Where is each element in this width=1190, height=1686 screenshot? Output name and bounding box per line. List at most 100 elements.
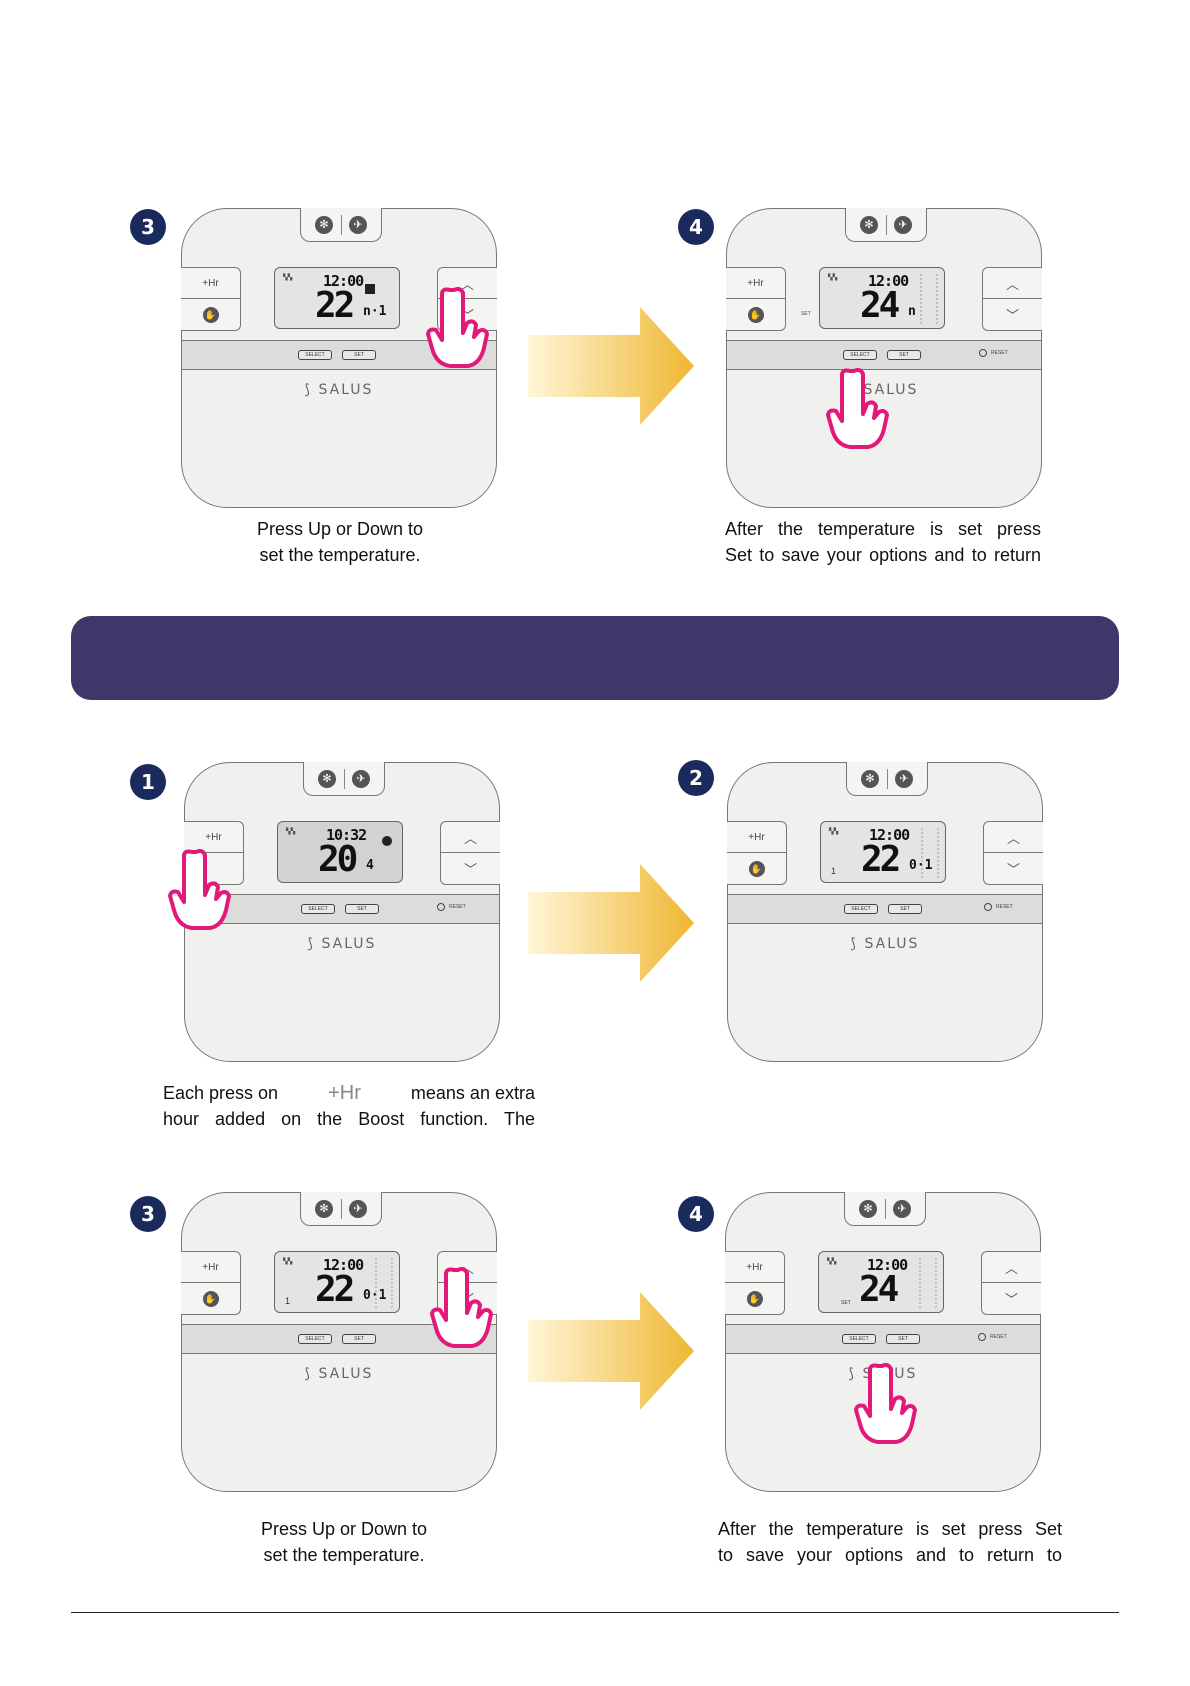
lcd-display: ▚▚ 10:32 20 4 [277, 821, 403, 883]
up-button[interactable]: ︿ [982, 1252, 1041, 1283]
plane-icon[interactable]: ✈ [894, 216, 912, 234]
mode-buttons[interactable]: ✻ ✈ [303, 762, 385, 796]
set-button[interactable]: SET [342, 1334, 376, 1344]
section-banner [71, 616, 1119, 700]
manual-button[interactable]: ✋ [725, 1283, 784, 1314]
up-button[interactable]: ︿ [983, 268, 1042, 299]
lcd-clock: 12:00 [869, 826, 910, 844]
down-button[interactable]: ﹀ [441, 853, 500, 884]
plane-icon[interactable]: ✈ [349, 1200, 367, 1218]
plane-icon[interactable]: ✈ [893, 1200, 911, 1218]
lcd-boost-hours: 1 [285, 1296, 291, 1306]
set-button[interactable]: SET [887, 350, 921, 360]
step-badge: 2 [678, 760, 714, 796]
lcd-display: ▚▚ 12:00 24 SET [818, 1251, 944, 1313]
up-button[interactable]: ︿ [438, 268, 497, 299]
plus-hr-button[interactable]: +Hr [726, 268, 785, 299]
control-strip: SELECT SET RESET [727, 894, 1043, 924]
snowflake-icon[interactable]: ✻ [315, 1200, 333, 1218]
down-button[interactable]: ﹀ [983, 299, 1042, 330]
lcd-unit: 4 [366, 858, 374, 873]
hand-icon: ✋ [747, 306, 764, 323]
mode-buttons[interactable]: ✻ ✈ [845, 208, 927, 242]
lcd-clock: 12:00 [868, 272, 909, 290]
select-button[interactable]: SELECT [298, 1334, 332, 1344]
set-button[interactable]: SET [888, 904, 922, 914]
thermostat-device: ✻ ✈ +Hr ✋ ︿ ﹀ ▚▚ 12:00 22 0·1 1 SELECT S… [727, 762, 1043, 1062]
reset-label: RESET [449, 904, 466, 910]
reset-button[interactable] [437, 903, 445, 911]
lcd-temperature: 22 [315, 1269, 355, 1310]
reset-button[interactable] [984, 903, 992, 911]
snowflake-icon[interactable]: ✻ [859, 1200, 877, 1218]
manual-button[interactable]: ✋ [181, 299, 240, 330]
down-button[interactable]: ﹀ [984, 853, 1043, 884]
select-button[interactable]: SELECT [301, 904, 335, 914]
chevron-down-icon: ﹀ [1004, 1292, 1018, 1307]
snowflake-icon[interactable]: ✻ [861, 770, 879, 788]
plane-icon[interactable]: ✈ [349, 216, 367, 234]
up-button[interactable]: ︿ [984, 822, 1043, 853]
hand-icon: ✋ [746, 1290, 763, 1307]
set-button[interactable]: SET [886, 1334, 920, 1344]
set-button[interactable]: SET [342, 350, 376, 360]
manual-button[interactable]: ✋ [726, 299, 785, 330]
mode-buttons[interactable]: ✻ ✈ [846, 762, 928, 796]
lcd-display: ▚▚ 12:00 22 n·1 [274, 267, 400, 329]
select-button[interactable]: SELECT [298, 350, 332, 360]
lcd-display: ▚▚ 12:00 24 n [819, 267, 945, 329]
lcd-clock: 12:00 [867, 1256, 908, 1274]
reset-label: RESET [996, 904, 1013, 910]
control-strip: SELECT SET RESET [726, 340, 1042, 370]
brand-logo: ⟆ SALUS [307, 936, 377, 952]
lcd-unit: 0·1 [909, 858, 933, 873]
brand-logo: ⟆ SALUS [850, 936, 920, 952]
manual-button[interactable]: ✋ [727, 853, 786, 884]
select-button[interactable]: SELECT [843, 350, 877, 360]
plus-hr-button[interactable]: +Hr [184, 822, 243, 853]
step-caption: After the temperature is set press Set t… [725, 519, 1041, 565]
hand-icon: ✋ [202, 1290, 219, 1307]
plus-hr-button[interactable]: +Hr [727, 822, 786, 853]
reset-label: RESET [990, 1334, 1007, 1340]
step-badge: 1 [130, 764, 166, 800]
chevron-up-icon: ︿ [1005, 276, 1019, 292]
set-indicator: SET [801, 311, 811, 317]
lcd-clock: 12:00 [323, 1256, 364, 1274]
lcd-set-tag: SET [841, 1300, 851, 1306]
mode-buttons[interactable]: ✻ ✈ [300, 1192, 382, 1226]
plus-hr-button[interactable]: +Hr [181, 268, 240, 299]
hand-pointer-icon [426, 287, 489, 368]
reset-label: RESET [991, 350, 1008, 356]
next-step-arrow [528, 1292, 694, 1410]
chevron-up-icon: ︿ [1006, 830, 1020, 846]
hand-pointer-icon [430, 1267, 493, 1348]
mode-buttons[interactable]: ✻ ✈ [300, 208, 382, 242]
select-button[interactable]: SELECT [842, 1334, 876, 1344]
step-badge: 3 [130, 209, 166, 245]
snowflake-icon[interactable]: ✻ [318, 770, 336, 788]
reset-button[interactable] [979, 349, 987, 357]
thermostat-device: ✻ ✈ +Hr ✋ ︿ ﹀ ▚▚ 12:00 22 0·1 1 SELECT S… [181, 1192, 497, 1492]
chevron-down-icon: ﹀ [1006, 862, 1020, 877]
plus-hr-button[interactable]: +Hr [725, 1252, 784, 1283]
select-button[interactable]: SELECT [844, 904, 878, 914]
snowflake-icon[interactable]: ✻ [315, 216, 333, 234]
manual-button[interactable]: ✋ [181, 1283, 240, 1314]
reset-button[interactable] [978, 1333, 986, 1341]
hand-pointer-icon [826, 368, 889, 449]
step-caption: After the temperature is set press Set t… [718, 1519, 1062, 1565]
up-button[interactable]: ︿ [441, 822, 500, 853]
next-step-arrow [528, 307, 694, 425]
plane-icon[interactable]: ✈ [352, 770, 370, 788]
snowflake-icon[interactable]: ✻ [860, 216, 878, 234]
plane-icon[interactable]: ✈ [895, 770, 913, 788]
set-button[interactable]: SET [345, 904, 379, 914]
lcd-temperature: 24 [860, 285, 900, 326]
down-button[interactable]: ﹀ [982, 1283, 1041, 1314]
control-strip: SELECT SET RESET [184, 894, 500, 924]
plus-hr-button[interactable]: +Hr [181, 1252, 240, 1283]
thermostat-device: ✻ ✈ +Hr ︿ ﹀ ▚▚ 10:32 20 4 SELECT SET RES… [184, 762, 500, 1062]
mode-buttons[interactable]: ✻ ✈ [844, 1192, 926, 1226]
thermostat-device: ✻ ✈ +Hr ✋ ︿ ﹀ ▚▚ 12:00 24 SET SELECT SET… [725, 1192, 1041, 1492]
